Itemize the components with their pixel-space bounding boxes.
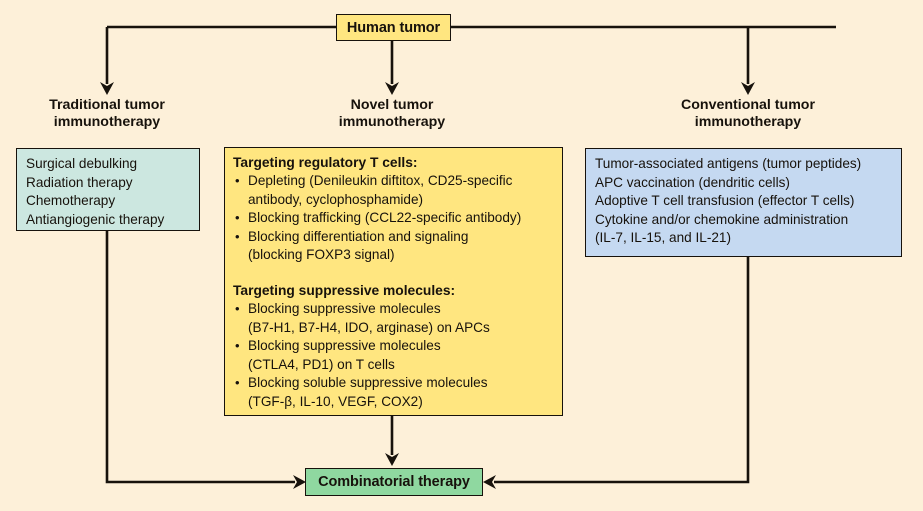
- heading-novel-line2: immunotherapy: [338, 114, 446, 130]
- bullet-icon: •: [235, 375, 240, 391]
- box-traditional-therapies[interactable]: Surgical debulking Radiation therapy Che…: [16, 148, 200, 231]
- node-human-tumor-label: Human tumor: [346, 19, 441, 36]
- bullet-icon: •: [235, 210, 240, 226]
- list-item: • Blocking suppressive molecules (CTLA4,…: [233, 337, 562, 374]
- heading-traditional-tumor-immunotherapy: Traditional tumor immunotherapy: [7, 97, 207, 131]
- bullet-icon: •: [235, 173, 240, 188]
- group-title-targeting-regulatory-t-cells: Targeting regulatory T cells:: [233, 155, 418, 170]
- traditional-item: Surgical debulking: [26, 156, 138, 171]
- conventional-item: Cytokine and/or chemokine administration: [595, 211, 849, 227]
- list-item-line2: (B7-H1, B7-H4, IDO, arginase) on APCs: [248, 319, 490, 335]
- heading-novel-line1: Novel tumor: [350, 97, 434, 113]
- bullet-icon: •: [235, 338, 240, 354]
- node-combinatorial-therapy-label: Combinatorial therapy: [318, 474, 470, 490]
- heading-conventional-line2: immunotherapy: [694, 114, 802, 130]
- heading-novel-tumor-immunotherapy: Novel tumor immunotherapy: [292, 97, 492, 131]
- traditional-item: Antiangiogenic therapy: [26, 211, 165, 227]
- box-conventional-therapies[interactable]: Tumor-associated antigens (tumor peptide…: [585, 148, 902, 257]
- list-item-line1: Blocking trafficking (CCL22-specific ant…: [248, 210, 522, 226]
- conventional-item: Adoptive T cell transfusion (effector T …: [595, 193, 855, 209]
- list-item-line1: Blocking suppressive molecules: [248, 338, 441, 354]
- bullet-icon: •: [235, 228, 240, 244]
- list-item-line1: Blocking differentiation and signaling: [248, 228, 469, 244]
- heading-traditional-line1: Traditional tumor: [49, 97, 165, 113]
- list-item: • Depleting (Denileukin diftitox, CD25-s…: [233, 172, 562, 209]
- list-item-line2: (TGF-β, IL-10, VEGF, COX2): [248, 393, 423, 409]
- heading-traditional-line2: immunotherapy: [53, 114, 161, 130]
- list-item-line1: Blocking soluble suppressive molecules: [248, 375, 488, 391]
- group-title-targeting-suppressive-molecules: Targeting suppressive molecules:: [233, 282, 456, 298]
- node-human-tumor[interactable]: Human tumor: [336, 14, 451, 41]
- node-combinatorial-therapy[interactable]: Combinatorial therapy: [305, 468, 483, 496]
- heading-conventional-tumor-immunotherapy: Conventional tumor immunotherapy: [648, 97, 848, 131]
- conventional-item: APC vaccination (dendritic cells): [595, 174, 790, 190]
- bullet-icon: •: [235, 300, 240, 316]
- conventional-item: Tumor-associated antigens (tumor peptide…: [595, 156, 862, 171]
- list-item-line1: Blocking suppressive molecules: [248, 300, 441, 316]
- list-targeting-suppressive-molecules: • Blocking suppressive molecules (B7-H1,…: [233, 300, 562, 412]
- list-item-line2: (CTLA4, PD1) on T cells: [248, 356, 395, 372]
- list-targeting-regulatory-t-cells: • Depleting (Denileukin diftitox, CD25-s…: [233, 172, 562, 265]
- list-item: • Blocking trafficking (CCL22-specific a…: [233, 209, 562, 228]
- conventional-item: (IL-7, IL-15, and IL-21): [595, 230, 732, 246]
- list-item-line2: antibody, cyclophosphamide): [248, 191, 424, 207]
- list-item-line1: Depleting (Denileukin diftitox, CD25-spe…: [248, 173, 513, 188]
- list-item-line2: (blocking FOXP3 signal): [248, 247, 395, 263]
- box-novel-therapies[interactable]: Targeting regulatory T cells: • Depletin…: [224, 147, 563, 416]
- list-item: • Blocking soluble suppressive molecules…: [233, 374, 562, 411]
- list-item: • Blocking suppressive molecules (B7-H1,…: [233, 300, 562, 337]
- traditional-item: Radiation therapy: [26, 174, 133, 190]
- list-item: • Blocking differentiation and signaling…: [233, 228, 562, 265]
- traditional-item: Chemotherapy: [26, 193, 116, 208]
- heading-conventional-line1: Conventional tumor: [681, 97, 815, 113]
